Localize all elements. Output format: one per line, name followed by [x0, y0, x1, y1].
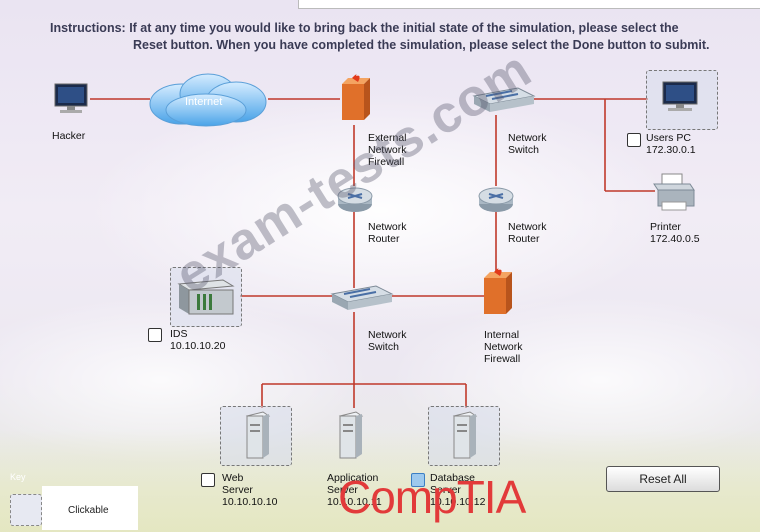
app-server-ip: 10.10.10.11 — [327, 496, 382, 508]
web-server-checkbox[interactable] — [201, 473, 215, 487]
internal-firewall-line2: Network — [484, 341, 523, 353]
web-server-ip: 10.10.10.10 — [222, 496, 278, 508]
ids-checkbox[interactable] — [148, 328, 162, 342]
hacker-label: Hacker — [52, 130, 86, 142]
users-pc-ip: 172.30.0.1 — [646, 144, 696, 156]
app-server-icon — [338, 410, 364, 465]
top-bar — [298, 0, 760, 9]
external-firewall-icon — [338, 74, 372, 129]
switch-center-label: Network Switch — [368, 329, 407, 353]
internet-cloud-icon — [142, 70, 272, 135]
db-server-checkbox[interactable] — [411, 473, 425, 487]
printer-icon — [650, 172, 696, 217]
key-box — [42, 486, 138, 530]
ids-appliance-icon — [175, 276, 235, 321]
router-left-line2: Router — [368, 233, 400, 245]
ids-label: IDS 10.10.10.20 — [170, 328, 225, 352]
printer-label: Printer 172.40.0.5 — [650, 221, 700, 245]
ids-name: IDS — [170, 328, 188, 340]
instructions-label: Instructions: — [50, 21, 126, 35]
external-firewall-label: External Network Firewall — [368, 132, 407, 168]
instructions-line2: Reset button. When you have completed th… — [133, 38, 710, 52]
db-server-line1: Database — [430, 472, 475, 484]
printer-name: Printer — [650, 221, 681, 233]
key-title: Key — [10, 472, 26, 482]
db-server-line2: Server — [430, 484, 461, 496]
router-left-label: Network Router — [368, 221, 407, 245]
users-pc-icon — [660, 80, 700, 119]
router-left-icon — [336, 184, 374, 219]
switch-right-line1: Network — [508, 132, 547, 144]
switch-right-icon — [472, 86, 536, 119]
web-server-line1: Web — [222, 472, 244, 484]
users-pc-name: Users PC — [646, 132, 691, 144]
users-pc-label: Users PC 172.30.0.1 — [646, 132, 696, 156]
internal-firewall-label: Internal Network Firewall — [484, 329, 523, 365]
internet-label: Internet — [185, 96, 223, 108]
db-server-icon — [452, 410, 478, 465]
comptia-logo: CompTIA — [338, 471, 526, 523]
web-server-icon — [245, 410, 271, 465]
users-pc-checkbox[interactable] — [627, 133, 641, 147]
router-left-line1: Network — [368, 221, 407, 233]
reset-all-button[interactable]: Reset All — [606, 466, 720, 492]
db-server-ip: 10.10.10.12 — [430, 496, 486, 508]
external-firewall-line2: Network — [368, 144, 407, 156]
router-right-icon — [477, 184, 515, 219]
switch-center-line1: Network — [368, 329, 407, 341]
router-right-line2: Router — [508, 233, 540, 245]
router-right-line1: Network — [508, 221, 547, 233]
external-firewall-line3: Firewall — [368, 156, 405, 168]
internal-firewall-icon — [480, 268, 514, 323]
printer-ip: 172.40.0.5 — [650, 233, 700, 245]
key-clickable-label: Clickable — [68, 505, 109, 516]
internal-firewall-line1: Internal — [484, 329, 520, 341]
switch-right-line2: Switch — [508, 144, 539, 156]
web-server-label: Web Server 10.10.10.10 — [222, 472, 277, 508]
app-server-label: Application Server 10.10.10.11 — [327, 472, 382, 508]
external-firewall-line1: External — [368, 132, 407, 144]
db-server-label: Database Server 10.10.10.12 — [430, 472, 485, 508]
web-server-line2: Server — [222, 484, 253, 496]
switch-center-icon — [330, 284, 394, 317]
key-clickable-swatch — [10, 494, 42, 526]
ids-ip: 10.10.10.20 — [170, 340, 226, 352]
internal-firewall-line3: Firewall — [484, 353, 521, 365]
switch-right-label: Network Switch — [508, 132, 547, 156]
app-server-line1: Application — [327, 472, 379, 484]
switch-center-line2: Switch — [368, 341, 399, 353]
router-right-label: Network Router — [508, 221, 547, 245]
instructions-line1: If at any time you would like to bring b… — [129, 21, 679, 35]
instructions: Instructions: If at any time you would l… — [50, 20, 750, 54]
hacker-pc-icon — [52, 82, 90, 121]
app-server-line2: Server — [327, 484, 358, 496]
